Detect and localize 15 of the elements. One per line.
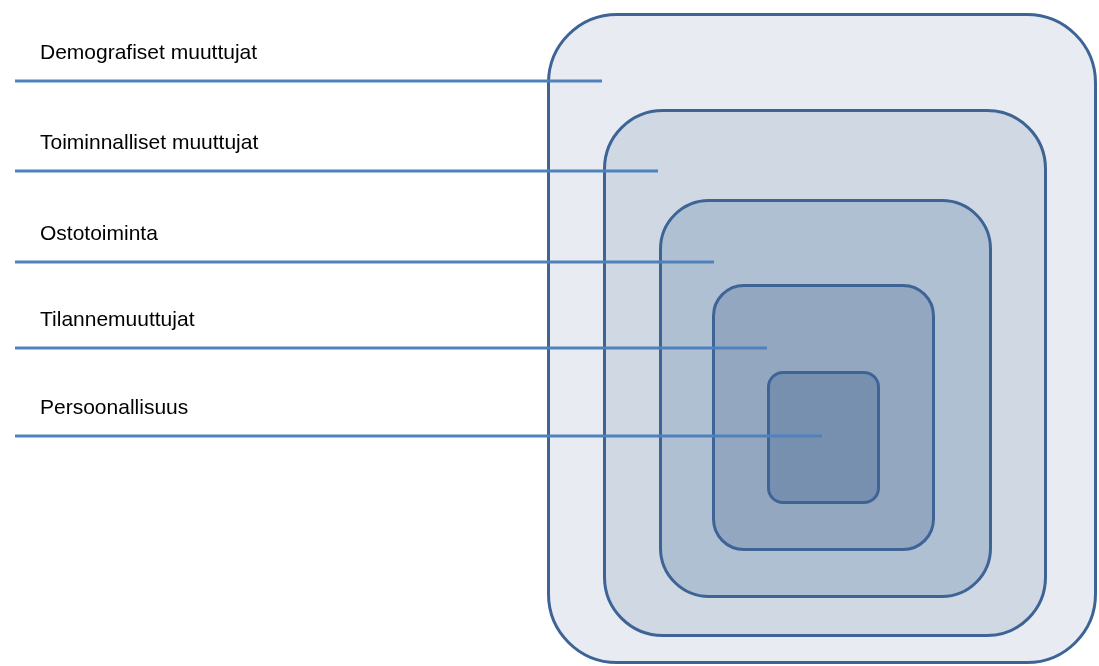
layer-box: [547, 13, 1097, 664]
leader-line: [15, 346, 767, 350]
layer-label: Demografiset muuttujat: [40, 40, 258, 64]
leader-line: [15, 434, 822, 438]
layer-box: [767, 371, 880, 504]
layer-label: Ostotoiminta: [40, 221, 158, 245]
leader-line: [15, 260, 714, 264]
leader-line: [15, 79, 602, 83]
layer-box: [659, 199, 992, 598]
layer-label: Persoonallisuus: [40, 395, 189, 419]
leader-line: [15, 169, 658, 173]
layer-label: Tilannemuuttujat: [40, 307, 195, 331]
layer-box: [712, 284, 935, 551]
layer-label: Toiminnalliset muuttujat: [40, 130, 259, 154]
layer-box: [603, 109, 1047, 637]
